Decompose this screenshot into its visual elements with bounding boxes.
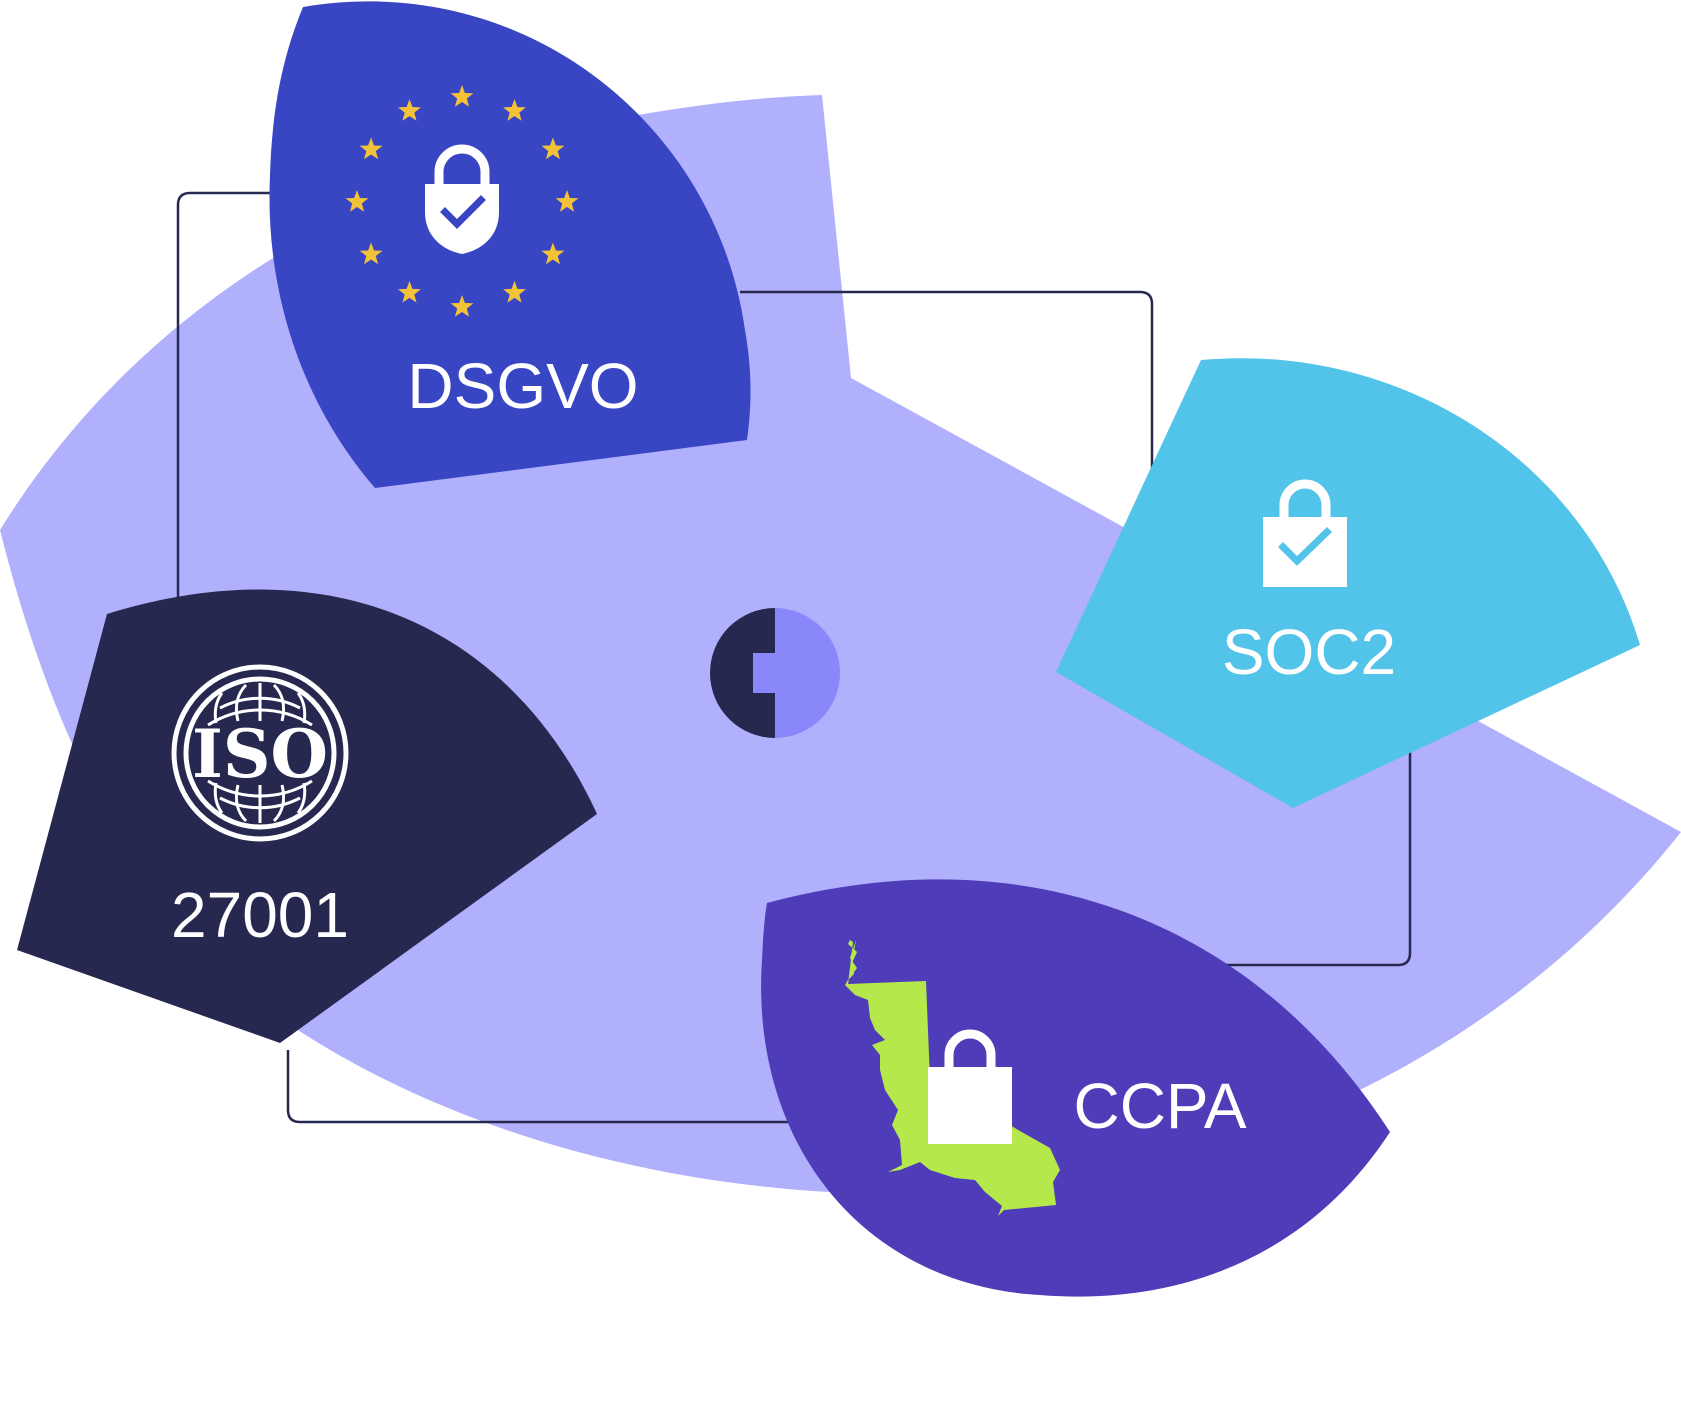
eu-star-icon: [398, 280, 421, 303]
eu-star-icon: [359, 242, 383, 265]
dsgvo-label: DSGVO: [407, 350, 638, 422]
eu-star-icon: [541, 242, 565, 265]
eu-star-icon: [398, 99, 421, 121]
iso-badge-shape: [17, 589, 597, 1043]
eu-star-icon: [541, 137, 565, 160]
iso-globe-logo: ISO: [171, 664, 349, 842]
connector-lines: [176, 191, 1412, 1124]
dsgvo-badge-shape: [269, 1, 751, 489]
padlock-check-icon: [425, 144, 499, 254]
dsgvo-badge: DSGVO: [269, 1, 751, 489]
ccpa-label: CCPA: [1073, 1070, 1246, 1142]
soc2-label: SOC2: [1222, 616, 1396, 688]
eu-star-icon: [503, 280, 526, 303]
connector-top-right: [740, 290, 1154, 480]
connector-right: [1190, 740, 1412, 967]
eu-star-icon: [450, 295, 474, 317]
soc2-badge: SOC2: [1056, 358, 1640, 808]
padlock-check-icon: [1263, 479, 1347, 587]
eu-star-icon: [555, 190, 579, 212]
iso-badge: ISO 27001: [17, 589, 597, 1043]
padlock-icon: [928, 1029, 1012, 1144]
eu-star-icon: [450, 85, 474, 107]
eu-star-icon: [345, 190, 369, 212]
connector-bottom: [286, 1050, 805, 1124]
ccpa-badge: CCPA: [761, 879, 1390, 1297]
eu-star-icon: [359, 137, 383, 160]
connector-left: [176, 191, 272, 600]
california-map-icon: [845, 940, 1060, 1216]
center-logo-icon: [710, 608, 840, 738]
eu-star-icon: [503, 99, 526, 121]
eu-stars: [345, 85, 579, 317]
soc2-badge-shape: [1056, 358, 1640, 808]
iso-logo-text: ISO: [192, 715, 328, 793]
california-north-edge: [846, 940, 857, 984]
iso-label: 27001: [171, 879, 349, 951]
